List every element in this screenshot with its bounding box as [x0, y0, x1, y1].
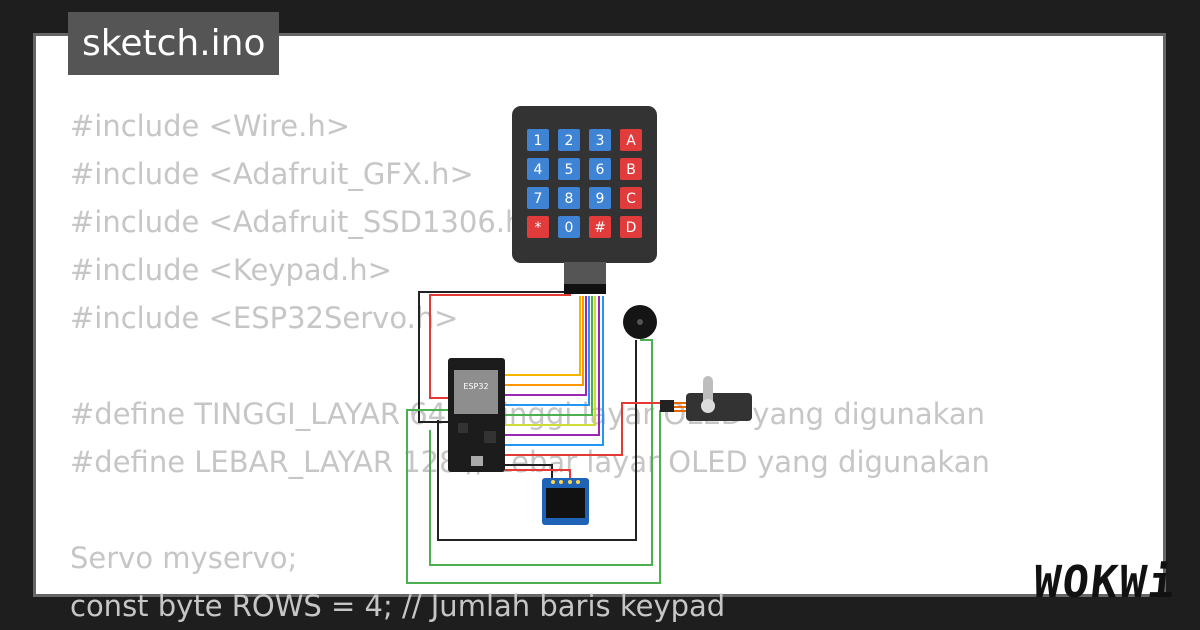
code-line: #include <Wire.h> [70, 109, 351, 143]
wokwi-logo: WOKWi [1030, 557, 1179, 608]
keypad-key: D [620, 216, 642, 238]
keypad-key-label: 3 [596, 133, 605, 149]
keypad-key: A [620, 129, 642, 151]
keypad-key: 5 [558, 158, 580, 180]
code-line: #include <Keypad.h> [70, 253, 392, 287]
keypad-key-label: 6 [596, 162, 605, 178]
oled-pin [576, 480, 580, 484]
keypad-key-face [527, 216, 549, 238]
keypad-key: * [527, 216, 549, 238]
keypad-key-face [527, 129, 549, 151]
keypad-key-face [558, 129, 580, 151]
wire [429, 339, 653, 566]
keypad-key: 4 [527, 158, 549, 180]
oled-pin [559, 480, 563, 484]
wire [505, 402, 660, 456]
servo-connector [660, 400, 674, 412]
keypad-key: B [620, 158, 642, 180]
keypad-key: 0 [558, 216, 580, 238]
wire [505, 296, 593, 416]
keypad-key-face [589, 216, 611, 238]
keypad-key-face [589, 129, 611, 151]
buzzer-hole [637, 319, 643, 325]
keypad-key-face [620, 216, 642, 238]
esp32-button [484, 431, 496, 443]
wire [505, 296, 587, 396]
code-preview: #include <Wire.h> #include <Adafruit_GFX… [70, 102, 990, 630]
keypad-key-label: 4 [534, 162, 543, 178]
keypad-key: 1 [527, 129, 549, 151]
servo [660, 376, 752, 421]
esp32-chip-label: ESP32 [463, 382, 488, 391]
wire [505, 296, 590, 406]
keypad-key: # [589, 216, 611, 238]
keypad-key-label: D [626, 220, 637, 236]
keypad-key-face [558, 216, 580, 238]
servo-wires [674, 402, 688, 412]
keypad-key-label: 5 [565, 162, 574, 178]
keypad-key-face [558, 187, 580, 209]
keypad-key-label: 2 [565, 133, 574, 149]
oled-pin [551, 480, 555, 484]
keypad-key: 3 [589, 129, 611, 151]
keypad-key-face [620, 129, 642, 151]
keypad-key-face [620, 187, 642, 209]
wire [505, 296, 584, 386]
keypad-key-face [527, 187, 549, 209]
keypad-key-label: # [594, 220, 606, 236]
keypad-key-face [527, 158, 549, 180]
keypad-key-label: 8 [565, 191, 574, 207]
keypad-key: 8 [558, 187, 580, 209]
esp32-button [458, 423, 468, 433]
wire [505, 296, 604, 446]
esp32-module [454, 370, 498, 414]
code-line: #include <Adafruit_SSD1306.h> [70, 205, 548, 239]
usb-port [471, 456, 483, 466]
servo-body [686, 393, 752, 421]
servo-hub [701, 399, 715, 413]
oled-pin [568, 480, 572, 484]
keypad-key: C [620, 187, 642, 209]
wire [505, 296, 600, 436]
wire [505, 469, 571, 480]
keypad-connector [564, 284, 606, 294]
keypad-key: 6 [589, 158, 611, 180]
keypad-key-face [620, 158, 642, 180]
keypad-key-face [589, 158, 611, 180]
keypad-key: 2 [558, 129, 580, 151]
keypad-key-label: C [626, 191, 636, 207]
keypad-key-label: A [626, 133, 636, 149]
keypad-key: 7 [527, 187, 549, 209]
oled-display [542, 478, 589, 525]
code-line: Servo myservo; [70, 541, 298, 575]
keypad-key-label: B [626, 162, 636, 178]
keypad-key-face [589, 187, 611, 209]
buzzer [623, 305, 657, 339]
wire [418, 291, 567, 423]
keypad: 1 2 3 A 4 5 6 B 7 8 9 C * 0 # D [512, 106, 657, 294]
wire [406, 409, 661, 584]
wire [505, 464, 553, 480]
wire [437, 340, 637, 541]
wire [429, 294, 571, 399]
wire [505, 296, 581, 376]
file-tab[interactable]: sketch.ino [68, 12, 280, 75]
keypad-key-label: 1 [534, 133, 543, 149]
keypad-key-label: 7 [534, 191, 543, 207]
keypad-key-label: 0 [565, 220, 574, 236]
keypad-key-face [558, 158, 580, 180]
keypad-key-label: * [535, 220, 542, 236]
keypad-key-label: 9 [596, 191, 605, 207]
wire [505, 296, 596, 426]
esp32-board: ESP32 [448, 358, 505, 472]
code-line: #include <Adafruit_GFX.h> [70, 157, 474, 191]
code-line: #include <ESP32Servo.h> [70, 301, 459, 335]
wires [406, 291, 661, 584]
keypad-key: 9 [589, 187, 611, 209]
oled-screen [546, 488, 585, 518]
keypad-ribbon [564, 262, 606, 284]
code-line: const byte ROWS = 4; // Jumlah baris key… [70, 589, 726, 623]
